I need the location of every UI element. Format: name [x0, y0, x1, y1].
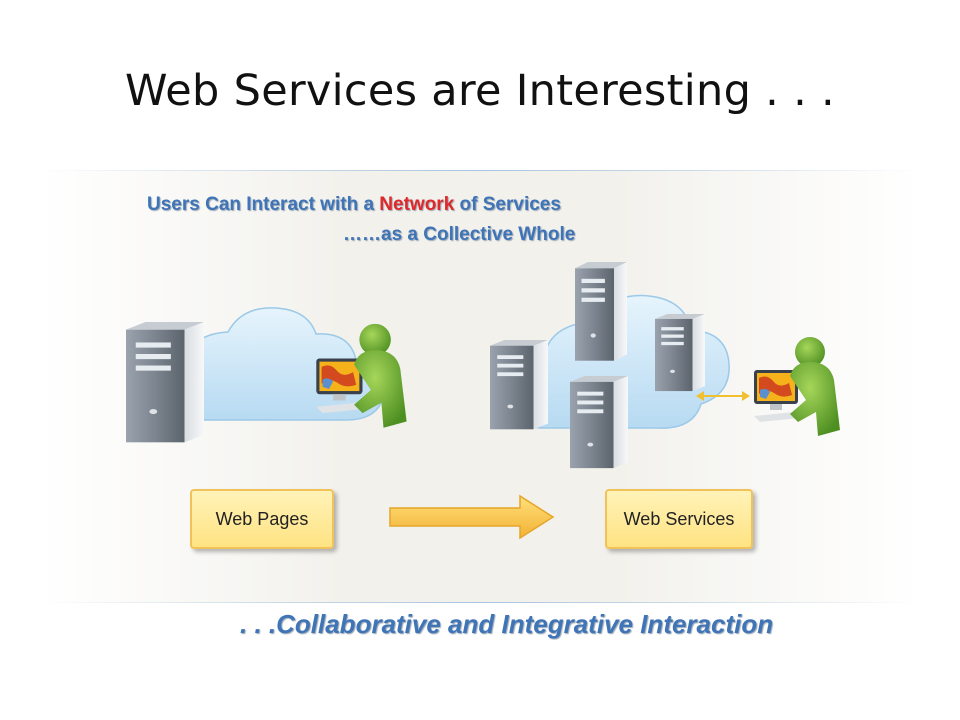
server-icon	[490, 340, 548, 430]
server-icon	[126, 322, 204, 443]
headline-text-2: of Services	[454, 194, 561, 215]
headline-text-1: Users Can Interact with a	[147, 194, 380, 215]
server-icon	[570, 376, 628, 469]
double-arrow-icon	[696, 391, 750, 401]
right-arrow-icon	[389, 494, 555, 540]
web-services-box: Web Services	[605, 489, 753, 549]
footer-caption: . . .Collaborative and Integrative Inter…	[240, 609, 774, 639]
panel-top-divider	[40, 170, 920, 171]
server-icon	[655, 314, 705, 392]
web-pages-box: Web Pages	[190, 489, 334, 549]
headline-highlight: Network	[379, 194, 455, 215]
user-at-computer-icon	[754, 337, 840, 436]
slide-title: Web Services are Interesting . . .	[124, 66, 836, 116]
server-icon	[575, 262, 627, 361]
headline: Users Can Interact with a Network of Ser…	[147, 194, 561, 216]
subline: ……as a Collective Whole	[343, 224, 576, 245]
panel-bottom-divider	[40, 602, 920, 603]
